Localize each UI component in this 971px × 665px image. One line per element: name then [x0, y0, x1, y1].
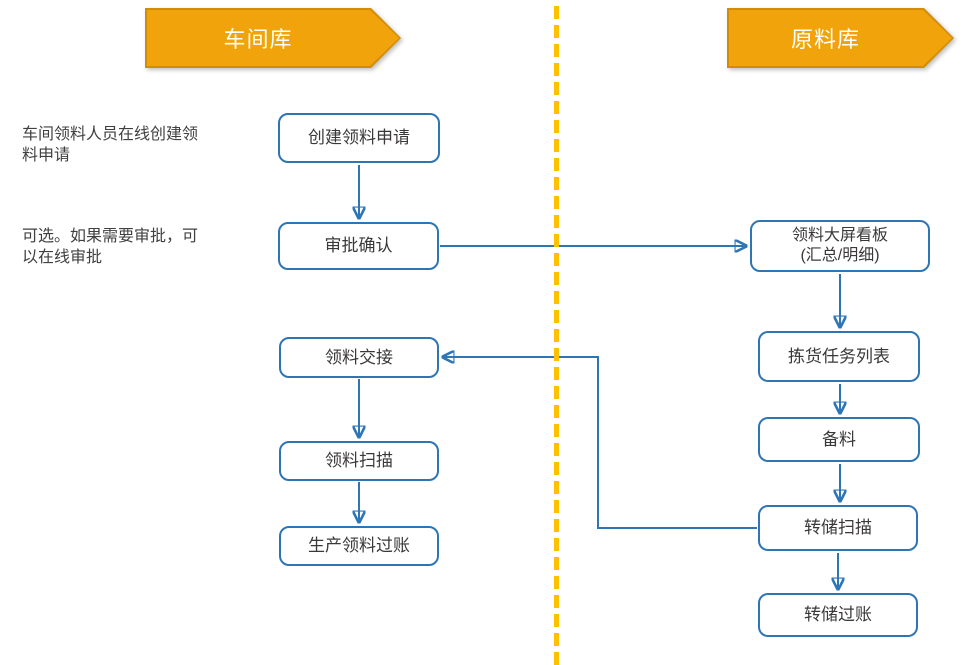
- lane-title: 车间库: [223, 27, 293, 52]
- lane-title: 原料库: [790, 27, 860, 52]
- flow-node-create-request: 创建领料申请: [278, 113, 440, 163]
- lane-header-raw-material-warehouse: 原料库: [727, 8, 954, 68]
- flow-node-transfer-posting: 转储过账: [758, 593, 918, 637]
- flow-node-material-prepare: 备料: [758, 417, 920, 462]
- flow-node-picking-task-list: 拣货任务列表: [758, 331, 920, 382]
- annotation-optional-approval: 可选。如果需要审批，可 以在线审批: [22, 228, 199, 266]
- flow-node-material-scan: 领料扫描: [279, 441, 439, 481]
- flow-node-material-handover: 领料交接: [279, 337, 439, 378]
- annotation-create-request: 车间领料人员在线创建领 料申请: [22, 126, 199, 164]
- flow-node-production-posting: 生产领料过账: [279, 526, 439, 566]
- flow-node-approve-confirm: 审批确认: [278, 222, 439, 270]
- connector-transferscan-to-handover: [443, 357, 757, 529]
- lane-divider: [554, 6, 559, 665]
- banner-arrow-fill: [147, 10, 399, 66]
- banner-arrow-fill: [729, 10, 952, 66]
- flow-node-dashboard-board: 领料大屏看板 (汇总/明细): [750, 220, 930, 272]
- lane-header-workshop-warehouse: 车间库: [145, 8, 401, 68]
- flow-node-transfer-scan: 转储扫描: [758, 505, 918, 551]
